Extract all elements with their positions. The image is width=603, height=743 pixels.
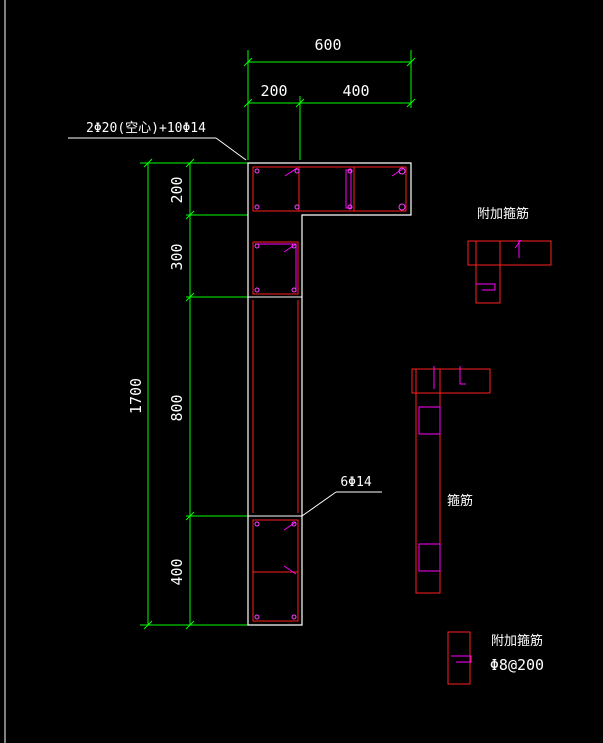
- stirrup-title: 箍筋: [447, 493, 473, 509]
- extra-stirrup-detail: 附加箍筋: [467, 206, 552, 304]
- main-rebar-label: 2Φ20(空心)+10Φ14: [86, 121, 206, 136]
- extra-stirrup-legend: 附加箍筋 Φ8@200: [447, 631, 544, 685]
- section-outline: [247, 162, 412, 626]
- dim-total-height: 1700: [127, 378, 145, 414]
- dim-total-width: 600: [314, 36, 341, 54]
- top-dimensions: 600 200 400: [243, 36, 416, 160]
- extra-stirrup-spec: Φ8@200: [490, 656, 544, 674]
- side-rebar-label: 6Φ14: [340, 475, 371, 490]
- main-rebar-leader: 2Φ20(空心)+10Φ14: [68, 121, 247, 161]
- extra-stirrup-legend-title: 附加箍筋: [491, 633, 543, 649]
- dim-flange-width: 200: [260, 82, 287, 100]
- dim-seg-bottom: 400: [168, 558, 186, 585]
- section-rebar: [252, 166, 407, 622]
- left-dimensions: 1700 200 300 800 400: [127, 158, 248, 630]
- dim-seg-2: 300: [168, 243, 186, 270]
- side-rebar-leader: 6Φ14: [301, 475, 382, 517]
- dim-seg-top: 200: [168, 176, 186, 203]
- stirrup-detail: 箍筋: [411, 366, 491, 594]
- extra-stirrup-title: 附加箍筋: [477, 206, 529, 222]
- dim-seg-3: 800: [168, 394, 186, 421]
- dim-web-width: 400: [342, 82, 369, 100]
